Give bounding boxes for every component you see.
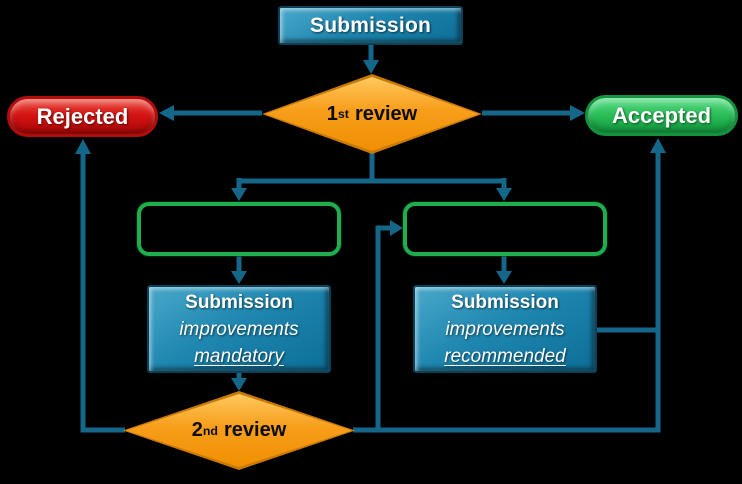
connector-loop-to-right-outline-box: [375, 220, 403, 432]
recommended-improvements-node: Submission improvements recommended: [413, 285, 597, 373]
connector-second-review-to-accepted: [353, 138, 666, 433]
second-review-number: 2: [191, 419, 203, 441]
mandatory-line3: mandatory: [194, 345, 284, 367]
rejected-label: Rejected: [36, 103, 129, 129]
mandatory-line2: improvements: [179, 318, 299, 340]
rejected-node: Rejected: [7, 96, 158, 137]
submission-node: Submission: [278, 6, 463, 45]
first-review-number: 1: [326, 102, 338, 125]
revision-placeholder-box-right: [403, 202, 607, 256]
revision-placeholder-box-left: [137, 202, 341, 256]
recommended-line1: Submission: [451, 291, 559, 313]
recommended-line3: recommended: [444, 345, 566, 367]
connector-right-outline-to-recommended: [496, 255, 512, 284]
recommended-line2: improvements: [445, 318, 565, 340]
submission-label: Submission: [309, 13, 432, 37]
connector-mandatory-to-second-review: [231, 371, 247, 391]
connector-split-to-right-outline-box: [496, 178, 512, 201]
connector-left-outline-to-mandatory: [231, 255, 247, 284]
connector-second-review-to-rejected: [75, 139, 125, 433]
accepted-label: Accepted: [611, 102, 712, 128]
connector-split-to-left-outline-box: [231, 178, 247, 201]
first-review-word: review: [354, 102, 418, 125]
connector-submission-to-first-review: [363, 45, 379, 74]
accepted-node: Accepted: [585, 95, 738, 136]
mandatory-line1: Submission: [185, 291, 293, 313]
second-review-word: review: [224, 419, 287, 441]
connector-first-review-to-accepted: [482, 105, 585, 121]
connector-first-review-to-rejected: [159, 105, 262, 121]
mandatory-improvements-node: Submission improvements mandatory: [147, 285, 331, 373]
connector-first-review-split: [237, 152, 506, 184]
